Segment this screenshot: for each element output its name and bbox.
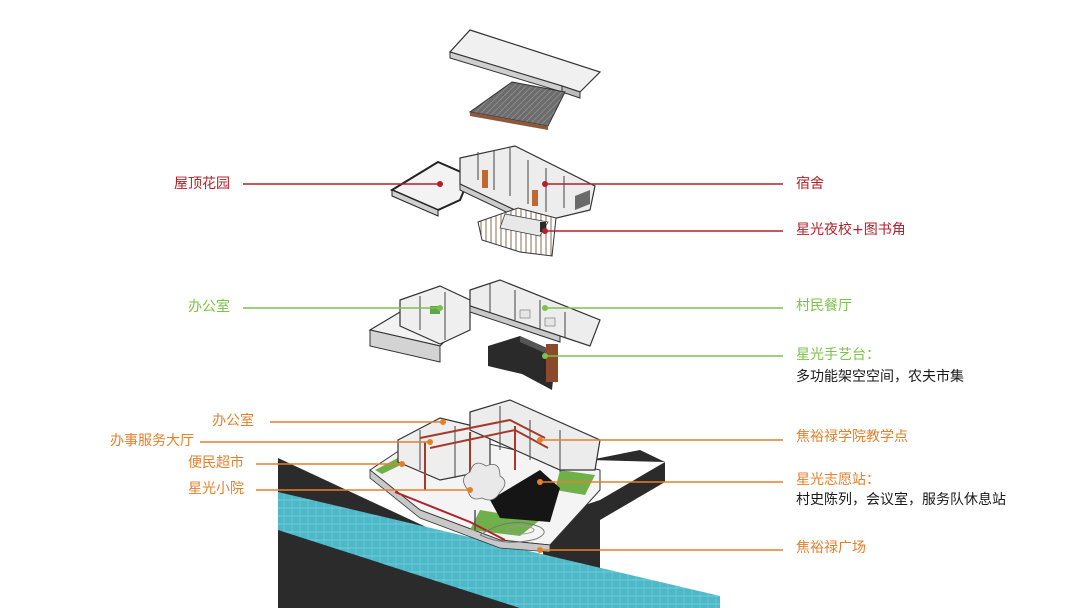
label-volunteer-desc: 村史陈列，会议室，服务队休息站 — [796, 492, 1006, 508]
label-roof-garden: 屋顶花园 — [174, 176, 230, 192]
label-night-school: 星光夜校+图书角 — [796, 222, 906, 238]
label-office-1f: 办公室 — [212, 413, 254, 429]
leader-lines — [200, 181, 783, 553]
label-courtyard: 星光小院 — [188, 481, 244, 497]
label-convenience-store: 便民超市 — [188, 455, 244, 471]
ground-floor-layer — [278, 399, 720, 608]
label-plaza: 焦裕禄广场 — [796, 540, 866, 556]
label-village-canteen: 村民餐厅 — [796, 298, 852, 314]
label-craft-stage-desc: 多功能架空空间，农夫市集 — [796, 369, 964, 385]
third-floor-layer — [389, 145, 596, 257]
label-craft-stage: 星光手艺台： — [796, 347, 880, 363]
label-service-hall: 办事服务大厅 — [110, 433, 194, 449]
label-academy-point: 焦裕禄学院教学点 — [796, 429, 908, 445]
label-office-2f: 办公室 — [188, 299, 230, 315]
label-dormitory: 宿舍 — [796, 176, 824, 192]
second-floor-layer — [368, 279, 601, 390]
roof-layer — [448, 29, 602, 130]
label-volunteer-station: 星光志愿站： — [796, 472, 880, 488]
